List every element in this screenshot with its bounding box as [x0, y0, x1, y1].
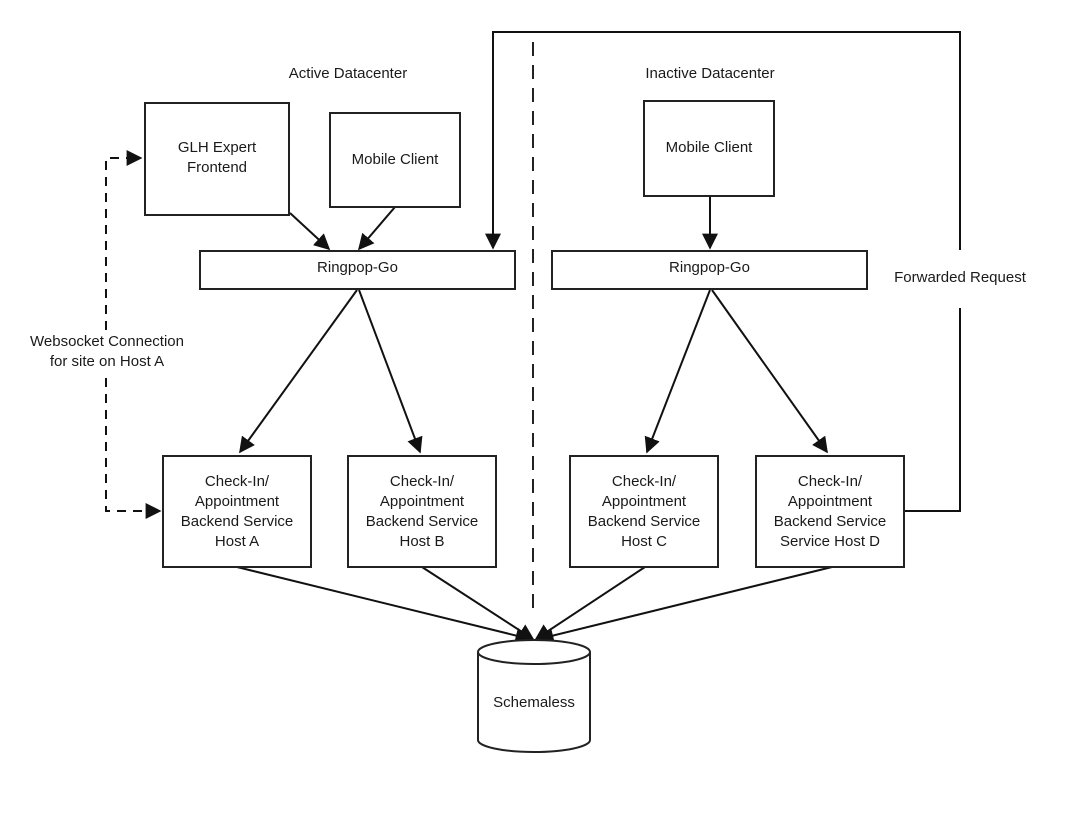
mobile-client-inactive-box: Mobile Client — [643, 100, 775, 197]
edge-ringpop-to-host-a — [239, 289, 358, 454]
edge-mobile-active-to-ringpop — [357, 206, 396, 251]
host-a-box: Check-In/ Appointment Backend Service Ho… — [162, 455, 312, 568]
host-c-box: Check-In/ Appointment Backend Service Ho… — [569, 455, 719, 568]
schemaless-label: Schemaless — [493, 694, 575, 711]
edge-host-d-to-db — [537, 566, 833, 644]
edge-host-c-to-db — [534, 566, 646, 640]
edge-ringpop-to-host-d — [711, 289, 828, 454]
edge-websocket-top — [105, 150, 143, 330]
edge-websocket-bottom — [105, 378, 162, 519]
ringpop-inactive-bar: Ringpop-Go — [551, 250, 868, 290]
edge-host-b-to-db — [421, 566, 535, 640]
mobile-client-active-box: Mobile Client — [329, 112, 461, 208]
schemaless-db — [477, 639, 591, 753]
host-d-box: Check-In/ Appointment Backend Service Se… — [755, 455, 905, 568]
edge-forwarded-request — [904, 308, 961, 512]
edge-ringpop-to-host-b — [358, 289, 423, 454]
edge-ringpop-to-host-c — [644, 289, 711, 454]
glh-expert-frontend-box: GLH Expert Frontend — [144, 102, 290, 216]
edge-host-a-to-db — [236, 566, 532, 644]
active-datacenter-title: Active Datacenter — [262, 64, 434, 84]
ringpop-active-bar: Ringpop-Go — [199, 250, 516, 290]
host-b-box: Check-In/ Appointment Backend Service Ho… — [347, 455, 497, 568]
websocket-connection-label: Websocket Connection for site on Host A — [18, 332, 196, 372]
edge-forwarded-request-top — [485, 31, 961, 250]
inactive-datacenter-title: Inactive Datacenter — [620, 64, 800, 84]
edge-glh-to-ringpop — [289, 212, 331, 251]
forwarded-request-label: Forwarded Request — [884, 268, 1036, 288]
